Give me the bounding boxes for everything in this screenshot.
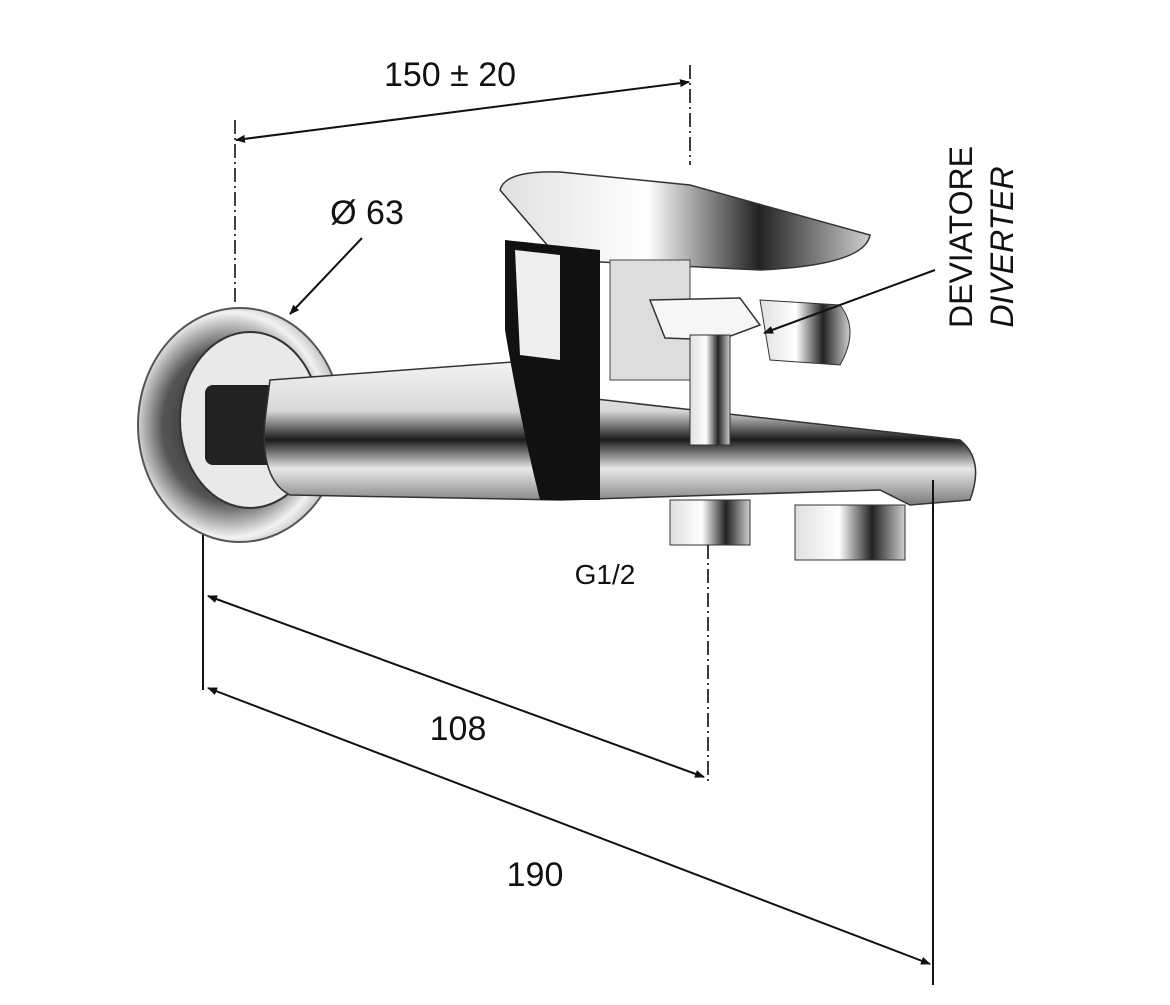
dimension-line-overall bbox=[207, 687, 931, 965]
label-diverter-italian: DEVIATORE bbox=[943, 146, 979, 328]
dimension-label-overall: 190 bbox=[507, 856, 564, 894]
faucet-illustration bbox=[137, 171, 977, 561]
dimension-line-inlet bbox=[207, 595, 705, 778]
leader-diverter bbox=[763, 269, 936, 334]
label-connection-thread: G1/2 bbox=[575, 559, 636, 590]
dimension-label-inlet: 108 bbox=[430, 710, 487, 748]
dimension-label-diameter: Ø 63 bbox=[330, 194, 404, 232]
dimension-label-projection: 150 ± 20 bbox=[384, 56, 516, 94]
label-diverter-english: DIVERTER bbox=[984, 166, 1020, 327]
leader-diameter bbox=[289, 237, 363, 315]
dimension-line-projection bbox=[235, 79, 690, 143]
